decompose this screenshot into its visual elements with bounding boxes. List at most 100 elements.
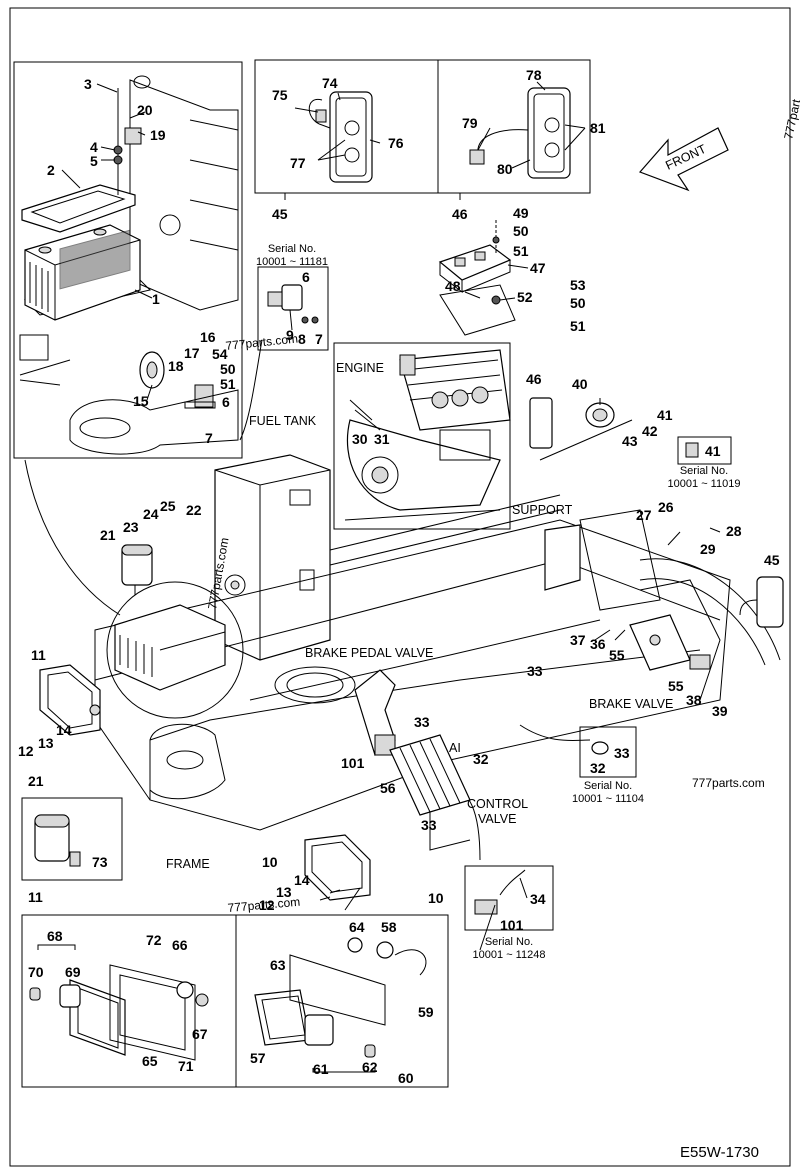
- callout: 7: [205, 430, 213, 446]
- callout: 38: [686, 692, 702, 708]
- callout: 12: [18, 743, 34, 759]
- callout: 29: [700, 541, 716, 557]
- callout: 47: [530, 260, 546, 276]
- brake-valve: [629, 614, 711, 671]
- label-control: CONTROL: [467, 797, 528, 811]
- callout: 59: [418, 1004, 434, 1020]
- serial-range-3: 10001 ~ 11104: [572, 793, 644, 805]
- work-lamp-10: [304, 834, 371, 901]
- callout: 14: [294, 872, 310, 888]
- label-ai: AI: [449, 741, 461, 755]
- callout: 6: [222, 394, 230, 410]
- callout: 13: [38, 735, 54, 751]
- callout: 4: [90, 139, 98, 155]
- leader-lines: [61, 81, 721, 951]
- callout: 51: [220, 376, 236, 392]
- serial-range-1: 10001 ~ 11181: [256, 256, 328, 268]
- callout: 49: [513, 205, 529, 221]
- callout: 5: [90, 153, 98, 169]
- serial-41-box: [677, 436, 732, 465]
- callout: 11: [31, 647, 46, 663]
- page-border: [9, 7, 791, 1167]
- callout: 51: [570, 318, 586, 334]
- callout: 1: [152, 291, 160, 307]
- serial-title-3: Serial No.: [584, 780, 632, 792]
- control-valve: [389, 734, 471, 816]
- callout: 61: [313, 1061, 329, 1077]
- brake-pedal-valve: [354, 669, 396, 756]
- callout: 50: [513, 223, 529, 239]
- serial-title-2: Serial No.: [680, 465, 728, 477]
- callout: 52: [517, 289, 533, 305]
- callout: 17: [184, 345, 200, 361]
- callout: 54: [212, 346, 228, 362]
- callout: 75: [272, 87, 288, 103]
- callout: 10: [428, 890, 444, 906]
- callout-numbers: 3 20 19 4 5 2 1 16 17 54 50 51 18 15 6 7…: [18, 67, 780, 1086]
- callout: 48: [445, 278, 461, 294]
- callout: 3: [84, 76, 92, 92]
- callout: 8: [298, 331, 306, 347]
- serial-range-2: 10001 ~ 11019: [668, 478, 741, 490]
- callout: 7: [315, 331, 323, 347]
- callout: 26: [658, 499, 674, 515]
- callout: 73: [92, 854, 108, 870]
- relay-46-40: [529, 397, 615, 449]
- callout: 78: [526, 67, 542, 83]
- callout: 22: [186, 502, 202, 518]
- lamp-detail-inset: [21, 914, 449, 1088]
- callout: 50: [220, 361, 236, 377]
- relay-inset: [257, 266, 329, 351]
- callout: 81: [590, 120, 606, 136]
- callout: 66: [172, 937, 188, 953]
- callout: 23: [123, 519, 139, 535]
- label-brake-pedal-valve: BRAKE PEDAL VALVE: [305, 646, 433, 660]
- callout: 58: [381, 919, 397, 935]
- callout: 101: [500, 917, 524, 933]
- label-support: SUPPORT: [512, 503, 573, 517]
- frame-assembly: [94, 454, 781, 851]
- callout: 41: [657, 407, 673, 423]
- callout: 65: [142, 1053, 158, 1069]
- label-brake-valve: BRAKE VALVE: [589, 697, 673, 711]
- callout: 46: [526, 371, 542, 387]
- callout: 79: [462, 115, 478, 131]
- work-light-inset: [254, 59, 591, 194]
- watermark-4: 777parts.com: [227, 895, 301, 915]
- callout: 57: [250, 1050, 266, 1066]
- callout: 101: [341, 755, 365, 771]
- callout: 39: [712, 703, 728, 719]
- watermark-top: 777part: [781, 97, 800, 140]
- callout: 46: [452, 206, 468, 222]
- beacon-inset: [21, 797, 123, 881]
- callout: 37: [570, 632, 586, 648]
- callout: 40: [572, 376, 588, 392]
- serial-101-box: [464, 865, 554, 931]
- callout: 69: [65, 964, 81, 980]
- callout: 31: [374, 431, 390, 447]
- serial-title-1: Serial No.: [268, 243, 316, 255]
- battery-detail-circle: [106, 581, 244, 719]
- label-engine: ENGINE: [336, 361, 384, 375]
- serial-range-4: 10001 ~ 11248: [473, 949, 546, 961]
- serial-title-4: Serial No.: [485, 936, 533, 948]
- callout: 68: [47, 928, 63, 944]
- work-lamp-11: [39, 664, 101, 736]
- front-arrow: [638, 127, 729, 192]
- label-frame: FRAME: [166, 857, 210, 871]
- callout: 32: [590, 760, 606, 776]
- callout: 18: [168, 358, 184, 374]
- callout: 19: [150, 127, 166, 143]
- callout: 42: [642, 423, 658, 439]
- callout: 56: [380, 780, 396, 796]
- battery: [24, 224, 141, 321]
- callout: 43: [622, 433, 638, 449]
- beacon-21: [121, 544, 153, 595]
- callout: 12: [259, 897, 275, 913]
- callout: 55: [668, 678, 684, 694]
- callout: 16: [200, 329, 216, 345]
- watermark-3: 777parts.com: [692, 776, 765, 790]
- battery-inset: [13, 61, 243, 459]
- callout: 45: [272, 206, 288, 222]
